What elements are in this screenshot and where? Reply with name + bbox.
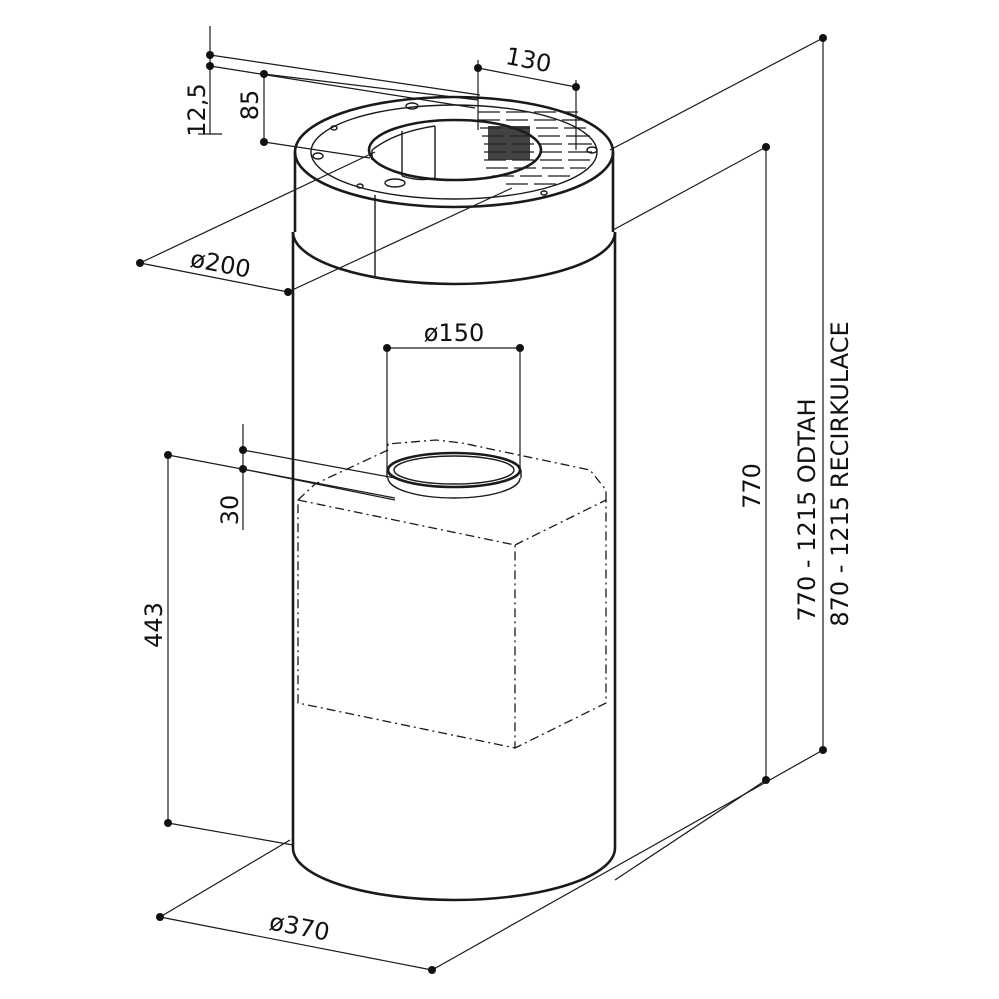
label-base-diameter: ø370 <box>267 908 332 947</box>
main-cylinder <box>291 232 617 902</box>
label-inner-height: 85 <box>236 90 264 121</box>
label-overall-height: 770 <box>738 463 766 509</box>
label-body-height: 443 <box>140 602 168 648</box>
dim-adjustable-range <box>609 34 827 754</box>
label-collar-height: 30 <box>216 495 244 526</box>
duct-collar <box>386 451 522 499</box>
top-collar <box>291 95 617 286</box>
label-outlet-width: 130 <box>503 42 553 78</box>
label-top-diameter: ø200 <box>188 245 253 284</box>
motor-housing-hidden <box>297 439 607 749</box>
dim-top-diameter <box>136 151 513 296</box>
filter-grille <box>478 111 592 185</box>
label-duct-diameter: ø150 <box>424 319 485 347</box>
dim-inner-height <box>260 70 479 159</box>
dim-collar-height <box>239 424 396 530</box>
dim-top-offset <box>198 26 481 135</box>
label-top-offset: 12,5 <box>183 83 211 136</box>
dim-base-diameter <box>156 749 824 974</box>
top-opening <box>312 102 598 196</box>
dim-outlet-width <box>474 60 580 150</box>
dim-duct-diameter <box>383 344 524 470</box>
dim-body-height <box>164 451 396 846</box>
label-range-recirculation: 870 - 1215 RECIRKULACE <box>826 321 854 626</box>
label-range-exhaust: 770 - 1215 ODTAH <box>793 398 821 621</box>
dim-overall-height <box>612 143 770 881</box>
